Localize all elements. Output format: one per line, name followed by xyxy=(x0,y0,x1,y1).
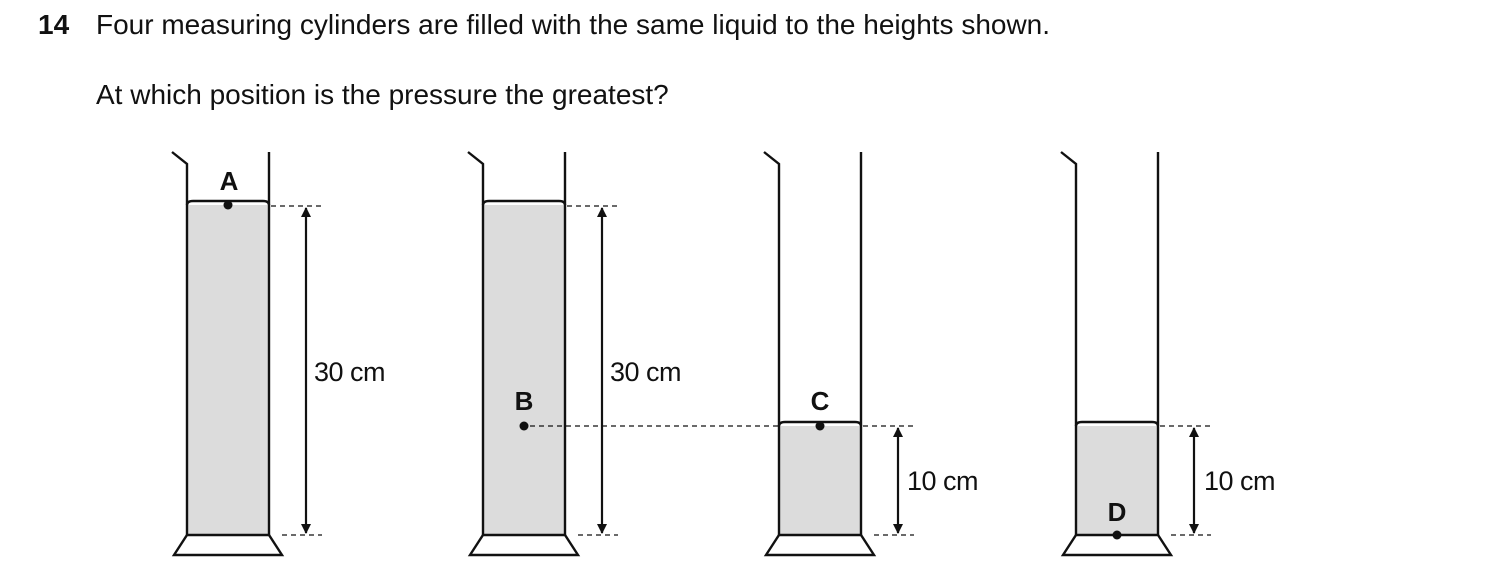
point-c-dot xyxy=(815,421,825,431)
liquid-column-3 xyxy=(779,426,861,535)
question-stem: Four measuring cylinders are filled with… xyxy=(96,9,1051,40)
cylinder-base-3 xyxy=(763,533,877,557)
cylinder-wall-1 xyxy=(171,151,271,535)
meniscus-4 xyxy=(1074,420,1160,427)
liquid-column-2 xyxy=(483,205,565,535)
cylinder-2: 30 cm B xyxy=(467,151,682,557)
height-label-4: 10 cm xyxy=(1204,466,1275,496)
point-d-label: D xyxy=(1108,497,1127,527)
height-label-2: 30 cm xyxy=(610,357,681,387)
meniscus-2 xyxy=(481,199,567,206)
question-stem-line: 14 Four measuring cylinders are filled wi… xyxy=(38,9,1050,41)
point-a-label: A xyxy=(220,166,239,196)
cylinder-base-1 xyxy=(171,533,285,557)
cylinder-4: 10 cm D xyxy=(1060,151,1276,557)
cylinder-wall-3 xyxy=(763,151,863,535)
question-number: 14 xyxy=(38,9,70,40)
question-prompt: At which position is the pressure the gr… xyxy=(96,79,669,110)
cylinder-3: 10 cm C xyxy=(763,151,979,557)
cylinder-1: 30 cm A xyxy=(171,151,386,557)
point-b-label: B xyxy=(515,386,534,416)
liquid-column-4 xyxy=(1076,426,1158,535)
point-c-label: C xyxy=(811,386,830,416)
point-d-dot xyxy=(1112,530,1122,540)
point-a-dot xyxy=(223,200,233,210)
cylinder-wall-4 xyxy=(1060,151,1160,535)
cylinder-base-2 xyxy=(467,533,581,557)
height-label-1: 30 cm xyxy=(314,357,385,387)
liquid-column-1 xyxy=(187,205,269,535)
cylinder-wall-2 xyxy=(467,151,567,535)
point-b-dot xyxy=(519,421,529,431)
cylinder-base-4 xyxy=(1060,533,1174,557)
height-label-3: 10 cm xyxy=(907,466,978,496)
